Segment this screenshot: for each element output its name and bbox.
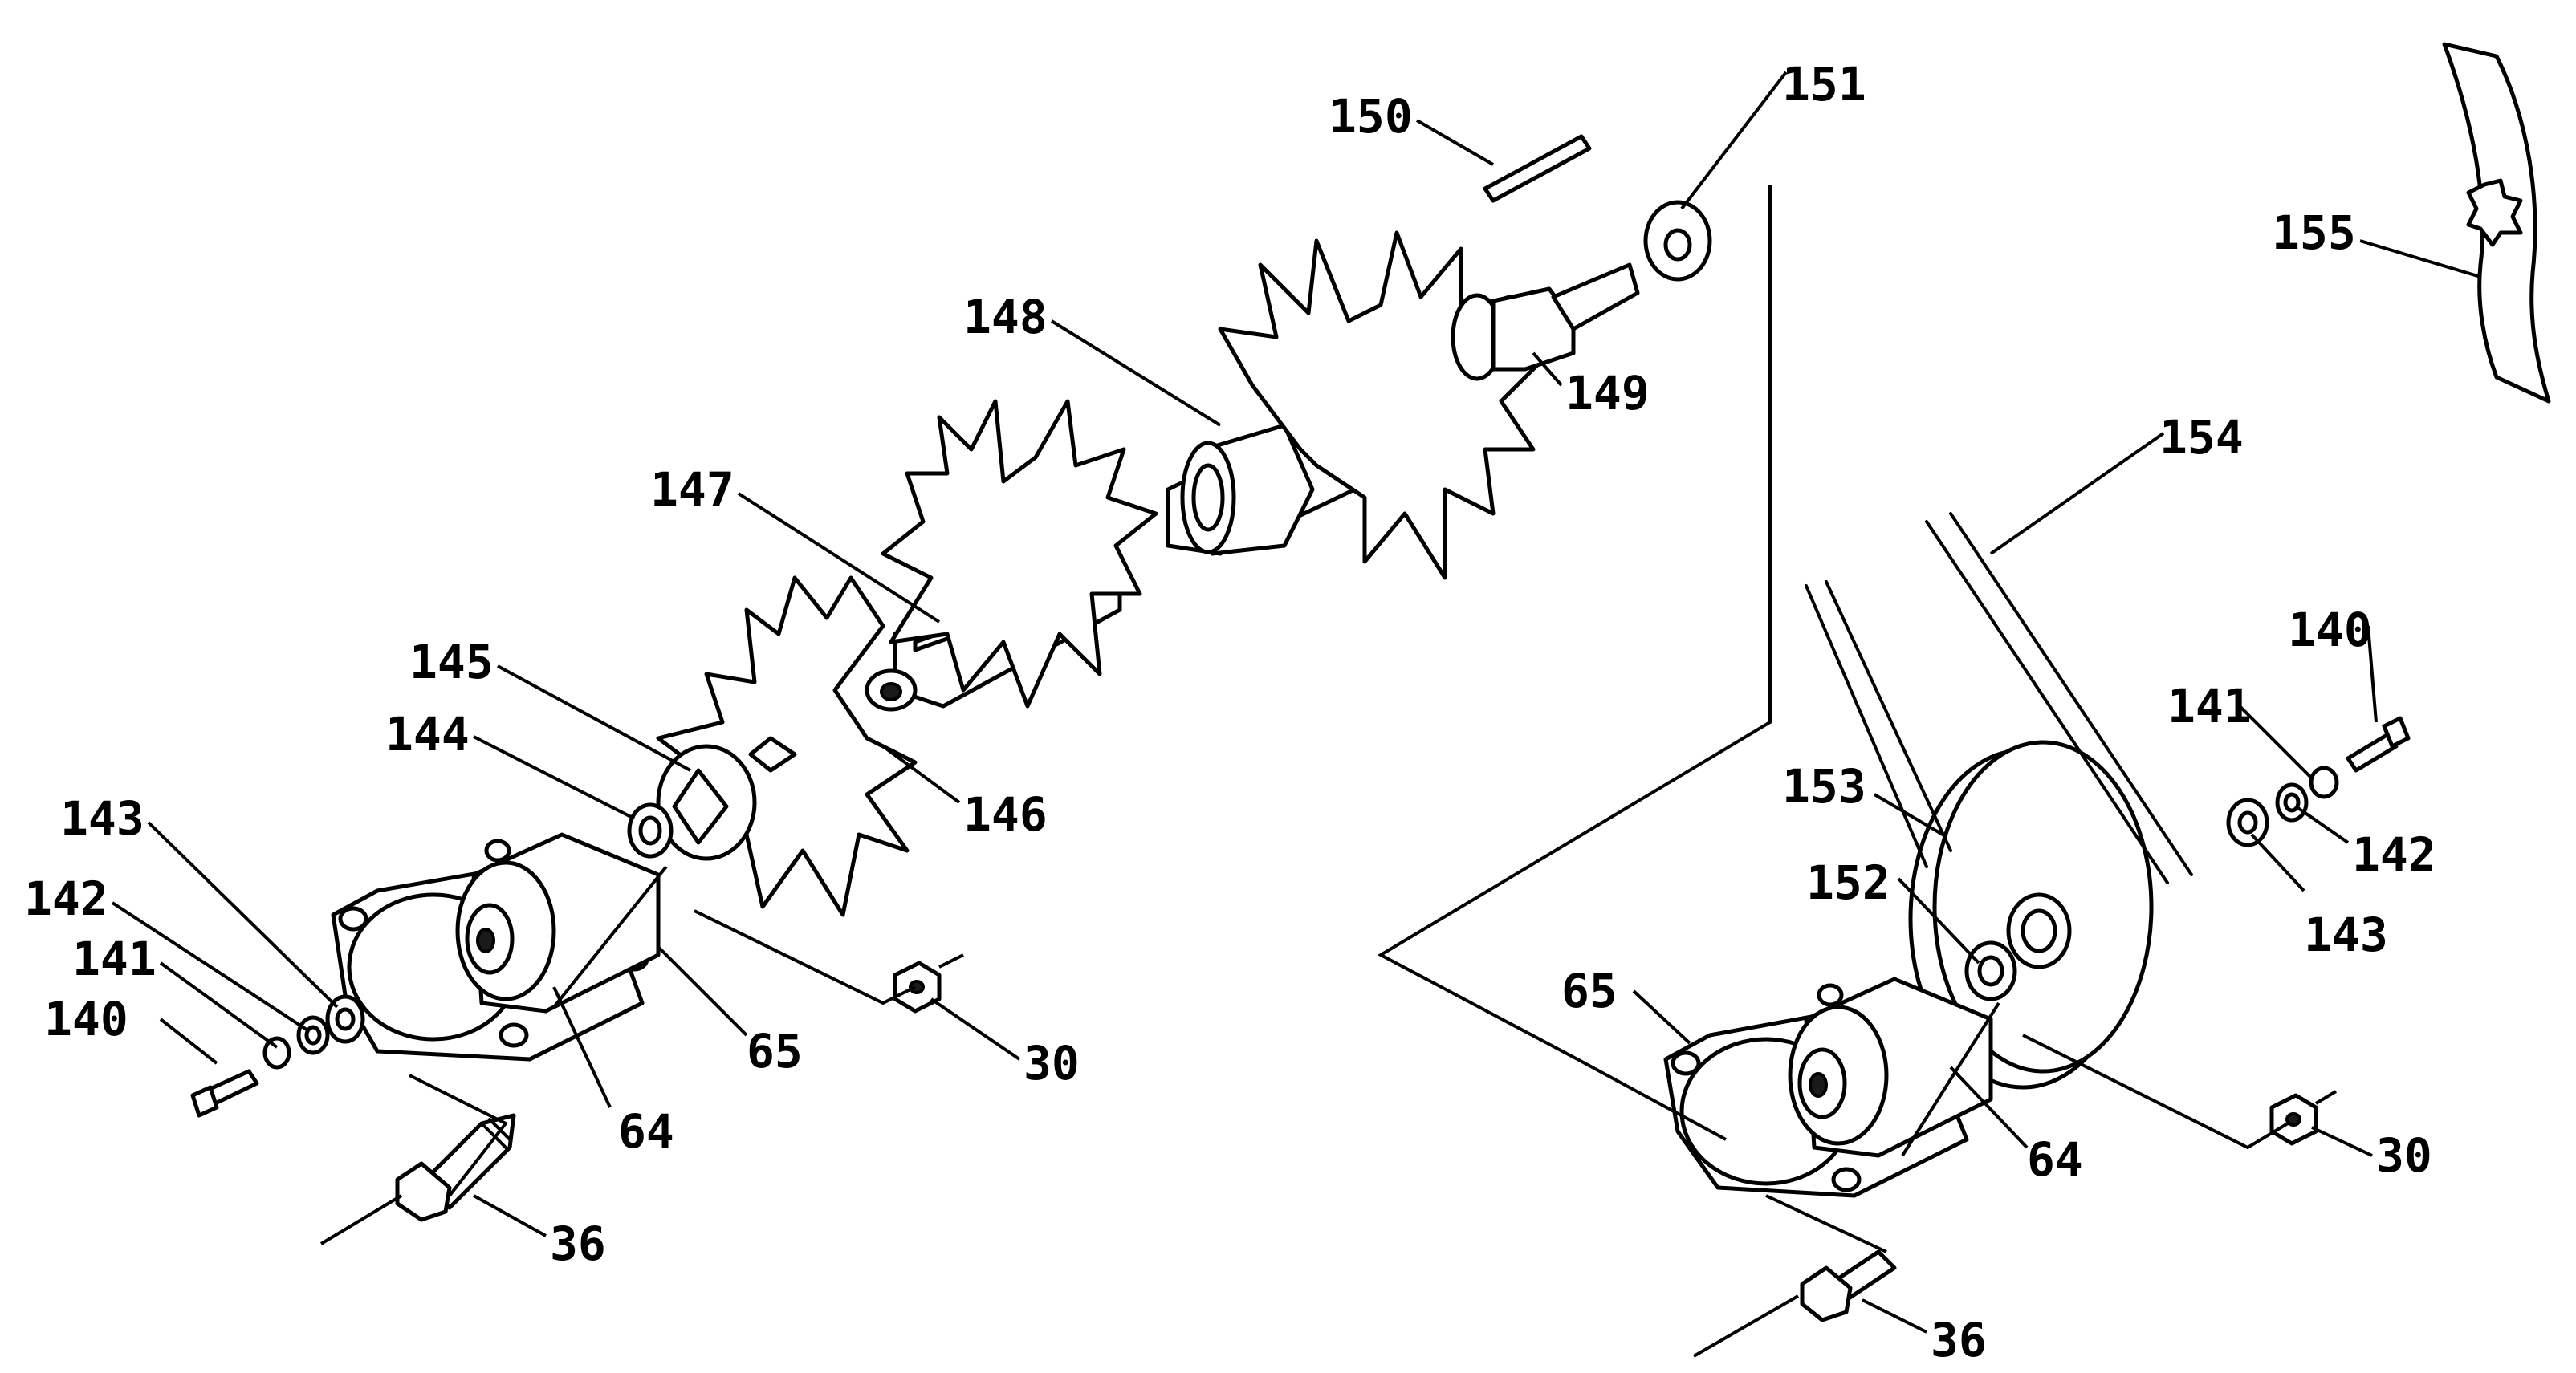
label-140-left: 140 bbox=[44, 992, 128, 1046]
hub-149 bbox=[1451, 262, 1640, 381]
blade-155 bbox=[2442, 42, 2551, 404]
label-64-left: 64 bbox=[618, 1104, 674, 1159]
label-145: 145 bbox=[409, 635, 494, 689]
key-150 bbox=[1483, 134, 1592, 203]
washer-143-right bbox=[2226, 798, 2269, 847]
label-140-right: 140 bbox=[2288, 603, 2372, 657]
part-labels: 140 141 142 143 144 145 146 147 148 149 … bbox=[24, 57, 2436, 1367]
nut-30-right bbox=[2269, 1093, 2318, 1146]
bearing-148 bbox=[1180, 423, 1315, 556]
label-64-right: 64 bbox=[2027, 1132, 2083, 1187]
label-154: 154 bbox=[2159, 410, 2244, 465]
washer-142-left bbox=[296, 1015, 330, 1055]
bearing-64-left bbox=[455, 832, 661, 1014]
label-143-left: 143 bbox=[60, 791, 144, 846]
label-149: 149 bbox=[1565, 366, 1650, 420]
label-146: 146 bbox=[963, 787, 1048, 842]
nut-30-left bbox=[893, 961, 942, 1014]
label-143-right: 143 bbox=[2304, 908, 2388, 962]
label-152: 152 bbox=[1806, 855, 1890, 910]
washer-144 bbox=[627, 802, 674, 859]
label-142-right: 142 bbox=[2352, 827, 2436, 882]
bolt-36-left bbox=[395, 1113, 516, 1222]
label-150: 150 bbox=[1329, 89, 1413, 144]
label-30-right: 30 bbox=[2376, 1128, 2432, 1183]
washer-142-right bbox=[2275, 782, 2309, 823]
label-30-left: 30 bbox=[1023, 1036, 1080, 1091]
washer-141-left bbox=[262, 1036, 291, 1070]
washer-152 bbox=[1964, 940, 2017, 1001]
bolt-36-right bbox=[1800, 1249, 1897, 1322]
label-148: 148 bbox=[963, 290, 1048, 344]
leader-lines bbox=[111, 71, 2481, 1334]
label-153: 153 bbox=[1782, 759, 1866, 814]
label-144: 144 bbox=[385, 707, 470, 762]
label-36-right: 36 bbox=[1931, 1313, 1987, 1367]
belt-154 bbox=[1805, 512, 2193, 884]
bolt-140-right bbox=[2346, 716, 2411, 773]
label-147: 147 bbox=[650, 462, 735, 517]
label-142-left: 142 bbox=[24, 871, 108, 926]
tine-146-back bbox=[881, 399, 1158, 709]
bearing-64-right bbox=[1788, 977, 1993, 1158]
label-65-right: 65 bbox=[1561, 964, 1618, 1018]
label-141-left: 141 bbox=[72, 932, 157, 986]
label-65-left: 65 bbox=[747, 1024, 803, 1078]
washer-141-right bbox=[2309, 766, 2339, 799]
bolt-140-left bbox=[190, 1069, 259, 1118]
assembly-lines bbox=[319, 185, 2338, 1358]
washer-151 bbox=[1643, 200, 1712, 282]
label-151: 151 bbox=[1782, 57, 1866, 112]
hub-plate-145 bbox=[656, 736, 797, 861]
label-155: 155 bbox=[2272, 205, 2356, 260]
label-36-left: 36 bbox=[550, 1217, 606, 1271]
label-141-right: 141 bbox=[2167, 679, 2252, 733]
pulley-153 bbox=[1908, 740, 2154, 1090]
